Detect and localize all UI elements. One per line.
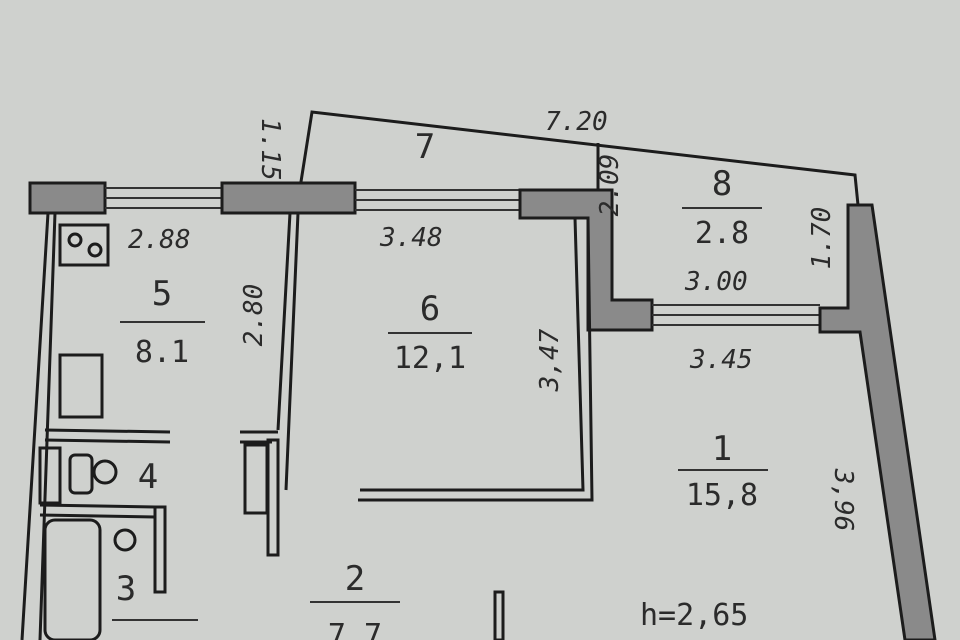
dim-balcony-right: 2.09 [595, 154, 625, 217]
dim-room1-depth: 3,96 [828, 468, 858, 532]
sink-icon [58, 353, 104, 419]
room-number: 2 [345, 559, 365, 599]
partition-wall [276, 212, 300, 491]
room-7: 7 [415, 127, 435, 167]
wall-segment [28, 181, 107, 215]
wall-segment [518, 188, 654, 332]
room6-wall [358, 217, 594, 502]
toilet-icon [68, 453, 94, 495]
room-8: 8 2.8 [682, 164, 762, 251]
dim-room1-width: 3.45 [689, 345, 753, 375]
room-1: 1 15,8 [678, 429, 768, 513]
room-number: 8 [712, 164, 732, 204]
dim-room6-depth: 3,47 [535, 328, 565, 392]
room-area: 8.1 [135, 335, 189, 370]
wall-segment [220, 181, 357, 215]
wall-segment [818, 203, 937, 640]
dim-room1-top-inner: 3.00 [684, 267, 748, 297]
stove-icon [58, 223, 110, 267]
room-5: 5 8.1 [120, 274, 205, 370]
room-area: 12,1 [394, 341, 466, 376]
dim-top-width: 7.20 [545, 107, 608, 137]
dim-room6-width: 3.48 [379, 223, 443, 253]
burner [87, 242, 103, 258]
hall-wall [493, 590, 505, 640]
room-3: 3 [112, 569, 198, 621]
room-number: 7 [415, 127, 435, 167]
dim-balcony-left: 1.15 [255, 118, 285, 181]
room-number: 3 [116, 569, 136, 609]
dim-kitchen-width: 2.88 [128, 225, 191, 255]
balcony-outline [298, 110, 860, 206]
room-area: 15,8 [686, 478, 758, 513]
wc-wall [39, 503, 156, 519]
shaft [38, 446, 62, 505]
room-number: 6 [420, 289, 440, 329]
toilet-bowl [92, 459, 118, 485]
burner [67, 232, 83, 248]
room-6: 6 12,1 [388, 289, 472, 376]
closet [243, 443, 269, 515]
room-number: 5 [152, 274, 172, 314]
room-number: 4 [138, 457, 158, 497]
room-4: 4 [138, 457, 158, 497]
room-2: 2 7,7 [310, 559, 400, 640]
washbasin-icon [113, 528, 137, 552]
dim-room8-right: 1.70 [807, 207, 837, 270]
bathtub-icon [43, 518, 102, 640]
ceiling-height: h=2,65 [640, 598, 748, 633]
room-area: 2.8 [695, 216, 749, 251]
kitchen-wall [44, 428, 278, 444]
room-area: 7,7 [328, 618, 382, 640]
left-wall [20, 212, 57, 640]
room-number: 1 [712, 429, 732, 469]
bath-partition [153, 505, 167, 594]
dim-kitchen-depth: 2.80 [239, 284, 269, 347]
